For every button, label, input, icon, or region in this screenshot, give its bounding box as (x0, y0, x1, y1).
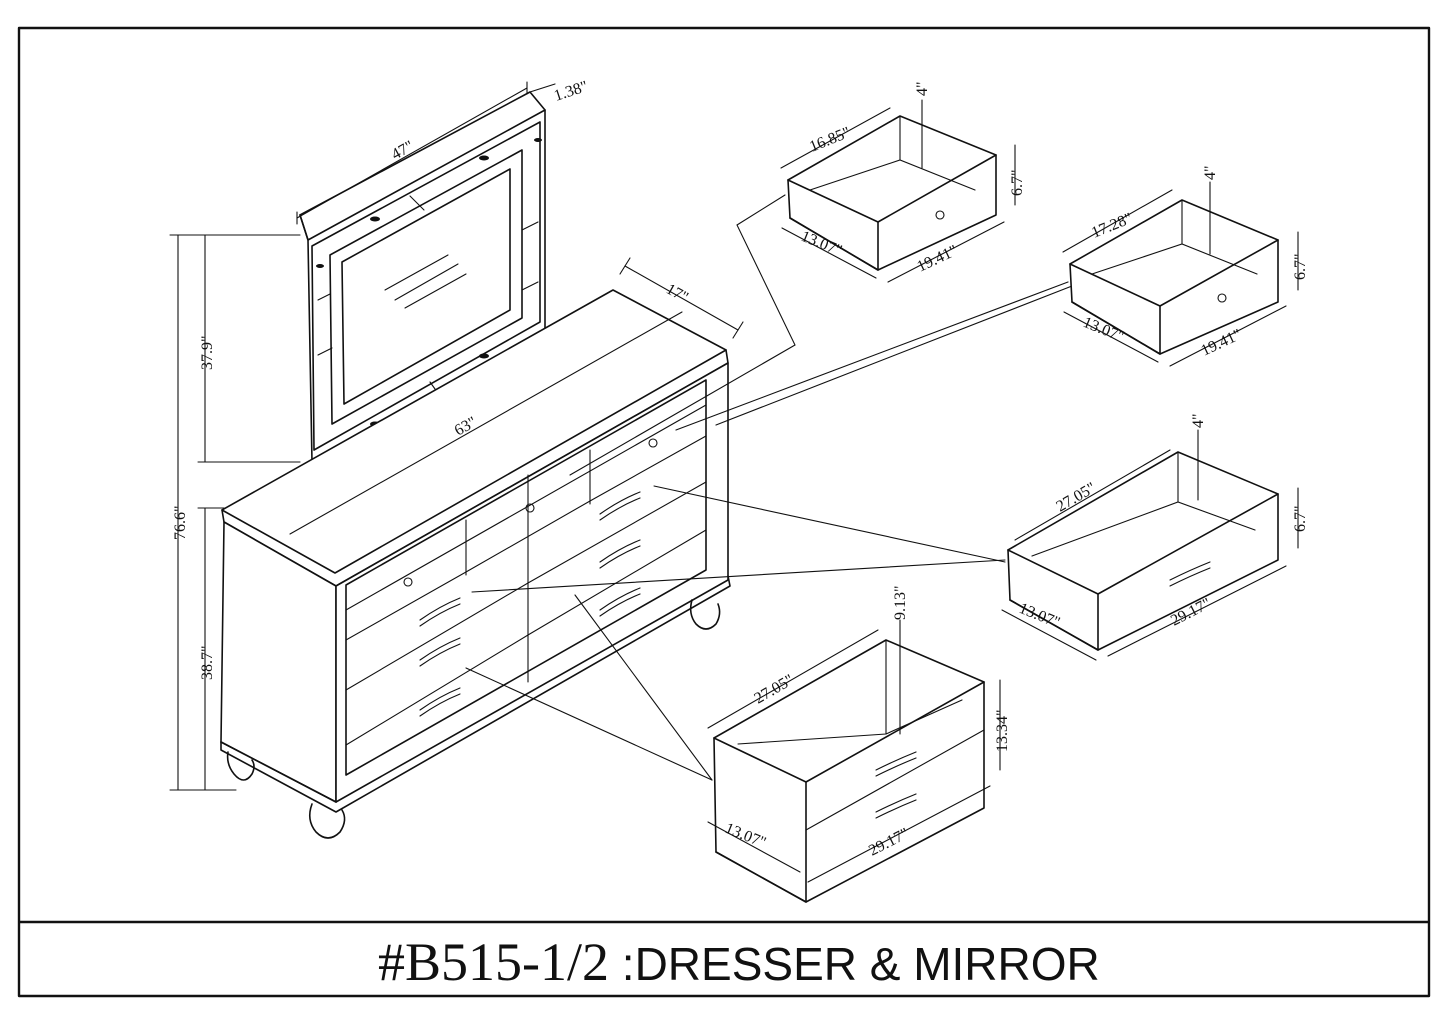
dresser-drawing (220, 289, 731, 839)
drawer-small-a: 16.85" 4" 6.7" 13.07" 19.41" (780, 81, 1026, 283)
title-name: DRESSER & MIRROR (635, 938, 1100, 990)
drawer-c-inner-depth-label: 4" (1190, 413, 1207, 428)
drawer-c-height-label: 6.7" (1292, 505, 1309, 532)
drawer-a-inner-depth-label: 4" (914, 81, 931, 96)
drawer-d-inner-depth-label: 9.13" (892, 585, 909, 620)
title-block: #B515-1/2 :DRESSER & MIRROR (378, 932, 1100, 992)
drawer-large: 27.05" 9.13" 13.34" 13.07" 29.17" (707, 585, 1011, 903)
title-code: #B515-1/2 (378, 932, 609, 992)
sheet-border (17, 26, 1431, 998)
dresser-height-label: 38.7" (199, 645, 216, 680)
drawer-medium: 27.05" 4" 6.7" 13.07" 29.17" (1001, 413, 1309, 661)
drawer-small-b: 17.28" 4" 6.7" 13.07" 19.41" (1062, 165, 1309, 367)
leader-lines (465, 194, 1073, 781)
drawer-d-height-label: 13.34" (994, 709, 1011, 752)
drawer-b-inner-depth-label: 4" (1202, 165, 1219, 180)
drawer-a-height-label: 6.7" (1009, 169, 1026, 196)
title-separator: : (609, 938, 635, 990)
mirror-height-label: 37.9" (199, 335, 216, 370)
mirror-depth-label: 1.38" (552, 78, 590, 105)
mirror-drawing (299, 91, 546, 463)
overall-height-label: 76.6" (172, 505, 189, 540)
dresser-depth-label: 17" (663, 281, 691, 307)
drawer-b-height-label: 6.7" (1292, 253, 1309, 280)
